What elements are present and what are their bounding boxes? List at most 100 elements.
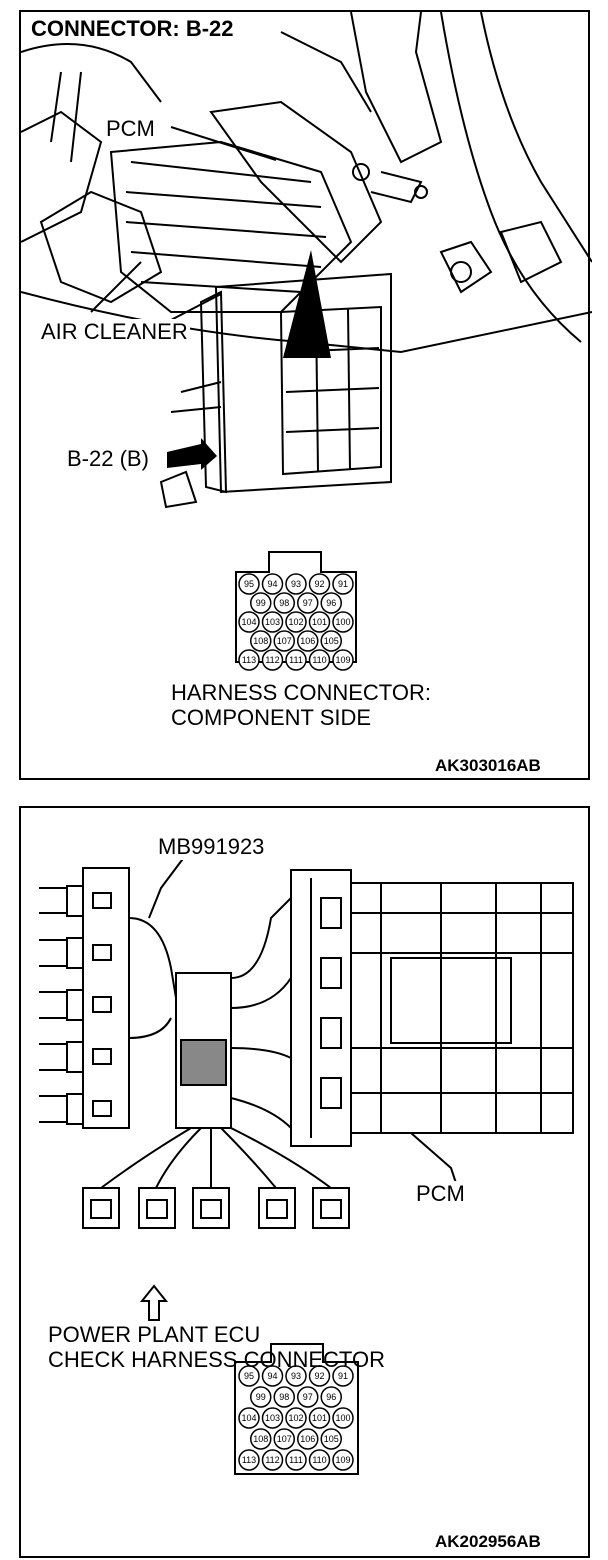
pin-112: [261, 1449, 284, 1471]
pin-label-99: 99: [256, 1392, 266, 1402]
figure-code: AK303016AB: [435, 756, 541, 775]
pin-label-91: 91: [338, 1371, 348, 1381]
pin-102: [285, 1407, 307, 1429]
pin-99: [250, 1386, 272, 1408]
check-harness-illustration: 95 94 93 92 91 99 98 97 96 104 103 102 101 100 108 107 1…: [39, 847, 574, 1475]
pin-label-104: 104: [241, 1413, 256, 1423]
pin-112: [261, 649, 284, 671]
pin-label-92: 92: [314, 579, 324, 589]
pin-label-102: 102: [288, 1413, 303, 1423]
pin-label-99: 99: [256, 598, 266, 608]
pin-label-95: 95: [244, 579, 254, 589]
pin-label-113: 113: [242, 655, 256, 665]
filled-arrow-icon: [167, 438, 217, 470]
pin-111: [285, 649, 307, 671]
pin-100: [332, 1407, 354, 1429]
pin-label-94: 94: [267, 1371, 277, 1381]
pin-93: [285, 1365, 307, 1387]
pin-label-92: 92: [314, 1371, 324, 1381]
pin-109: [332, 649, 354, 671]
connector-b22-label: B-22 (B): [65, 446, 151, 472]
pin-label-103: 103: [265, 617, 280, 627]
pin-label-100: 100: [335, 1413, 350, 1423]
pin-105: [320, 1428, 342, 1450]
harness-connector-caption: HARNESS CONNECTOR: COMPONENT SIDE: [171, 680, 431, 730]
pcm-label-bottom: PCM: [414, 1181, 467, 1207]
pin-100: [332, 611, 354, 633]
harness-caption-line2: COMPONENT SIDE: [171, 705, 372, 730]
pin-92: [308, 1365, 331, 1387]
pin-106: [297, 630, 319, 652]
pin-110: [308, 649, 331, 671]
pin-98: [273, 592, 295, 614]
pin-label-109: 109: [335, 1455, 350, 1465]
pin-label-100: 100: [335, 617, 350, 627]
connector-title: CONNECTOR: B-22: [27, 16, 238, 42]
pin-107: [273, 1428, 295, 1450]
pin-104: [238, 611, 260, 633]
ecu-caption-line2: CHECK HARNESS CONNECTOR: [48, 1347, 385, 1372]
pin-92: [308, 573, 331, 595]
pin-label-101: 101: [312, 617, 327, 627]
pin-93: [285, 573, 307, 595]
pin-label-91: 91: [338, 579, 348, 589]
pin-label-112: 112: [265, 1455, 279, 1465]
pin-101: [308, 1407, 331, 1429]
check-harness-panel: 95 94 93 92 91 99 98 97 96 104 103 102 101 100 108 107 1…: [19, 806, 590, 1558]
pin-label-96: 96: [326, 598, 336, 608]
pin-98: [273, 1386, 295, 1408]
pin-103: [261, 1407, 284, 1429]
pin-label-104: 104: [241, 617, 256, 627]
pin-94: [261, 1365, 284, 1387]
pin-label-95: 95: [244, 1371, 254, 1381]
pin-113: [238, 649, 260, 671]
pin-108: [250, 630, 272, 652]
pin-label-110: 110: [312, 1455, 326, 1465]
pin-109: [332, 1449, 354, 1471]
pin-94: [261, 573, 284, 595]
pin-label-106: 106: [300, 1434, 315, 1444]
pin-label-111: 111: [289, 1455, 303, 1465]
pin-label-93: 93: [291, 579, 301, 589]
pin-108: [250, 1428, 272, 1450]
harness-caption-line1: HARNESS CONNECTOR:: [171, 680, 431, 705]
ecu-check-connector-caption: POWER PLANT ECU CHECK HARNESS CONNECTOR: [48, 1322, 385, 1372]
hollow-up-arrow-icon: [139, 1284, 169, 1321]
pin-96: [320, 1386, 342, 1408]
pin-label-101: 101: [312, 1413, 327, 1423]
pin-label-93: 93: [291, 1371, 301, 1381]
pin-label-107: 107: [277, 636, 292, 646]
pin-102: [285, 611, 307, 633]
pin-99: [250, 592, 272, 614]
pin-label-107: 107: [277, 1434, 292, 1444]
figure-code-bottom: AK202956AB: [435, 1532, 541, 1551]
pin-110: [308, 1449, 331, 1471]
pin-91: [332, 1365, 354, 1387]
pin-label-105: 105: [324, 636, 339, 646]
pin-label-109: 109: [335, 655, 350, 665]
pin-105: [320, 630, 342, 652]
pin-104: [238, 1407, 260, 1429]
air-cleaner-label: AIR CLEANER: [39, 319, 190, 345]
pin-label-112: 112: [265, 655, 279, 665]
pin-label-102: 102: [288, 617, 303, 627]
pin-label-108: 108: [253, 1434, 268, 1444]
pin-label-94: 94: [267, 579, 277, 589]
pin-label-98: 98: [279, 1392, 289, 1402]
pin-label-108: 108: [253, 636, 268, 646]
pin-103: [261, 611, 284, 633]
pin-95: [238, 573, 260, 595]
pin-label-96: 96: [326, 1392, 336, 1402]
pin-label-113: 113: [242, 1455, 256, 1465]
pin-label-98: 98: [279, 598, 289, 608]
pointer-arrow-icon: [283, 250, 331, 358]
pin-label-103: 103: [265, 1413, 280, 1423]
pin-label-106: 106: [300, 636, 315, 646]
pin-96: [320, 592, 342, 614]
pin-95: [238, 1365, 260, 1387]
pin-97: [297, 1386, 319, 1408]
pin-113: [238, 1449, 260, 1471]
pin-label-97: 97: [303, 1392, 313, 1402]
